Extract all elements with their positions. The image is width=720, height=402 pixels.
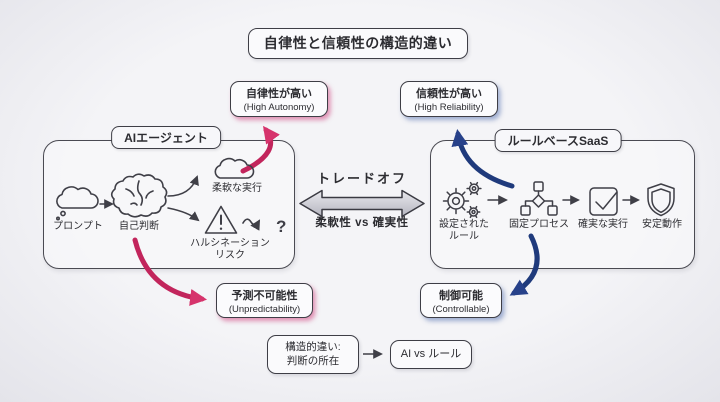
brain-to-risk-arrow [167,207,200,222]
ai-agent-frame-label: AIエージェント [111,126,221,149]
high-autonomy-callout: 自律性が高い (High Autonomy) [230,81,328,117]
unpredictability-jp: 予測不可能性 [231,289,298,302]
flowchart-icon [520,181,558,216]
prompt-label: プロンプト [53,221,103,232]
reliability-up-arrow [451,128,515,189]
gears-icon [442,181,482,219]
tradeoff-comparison: 柔軟性 vs 確実性 [315,217,409,229]
hallucination-line1: ハルシネーション [190,238,270,249]
unpredictability-down-arrow [132,237,208,306]
stable-operation-label: 安定動作 [642,219,682,230]
structural-difference-line1: 構造的違い: [285,340,341,353]
high-autonomy-jp: 自律性が高い [246,88,312,100]
flexible-execution-label: 柔軟な実行 [212,183,262,194]
tradeoff-double-arrow [299,189,425,218]
warning-triangle-icon [204,205,238,234]
autonomy-up-arrow [240,125,280,174]
hallucination-line2: リスク [215,249,245,261]
cloud-icon [214,157,255,179]
configured-rules-line2: ルール [449,230,479,242]
brain-to-cloud-arrow [167,175,199,197]
thought-bubble-icon [55,186,99,221]
saas-frame-label: ルールベースSaaS [494,129,622,152]
ai-agent-frame [43,140,295,269]
shield-icon [647,183,675,217]
self-judgment-label: 自己判断 [119,221,159,232]
controllable-jp: 制御可能 [439,289,483,302]
controllable-callout: 制御可能 (Controllable) [420,283,502,318]
question-mark: ? [276,217,286,236]
page-title: 自律性と信頼性の構造的違い [248,28,468,59]
unpredictability-en: (Unpredictability) [228,303,301,315]
high-autonomy-en: (High Autonomy) [243,102,315,113]
reliable-execution-label: 確実な実行 [578,219,628,230]
configured-rules-label: 設定された ルール [439,219,489,243]
hallucination-risk-label: ハルシネーション リスク [190,238,270,262]
structural-difference-box: 構造的違い: 判断の所在 [267,335,359,374]
conclusion-box: AI vs ルール [390,340,472,369]
squiggle-arrow [242,218,261,231]
structural-difference-line2: 判断の所在 [286,354,340,367]
controllable-down-arrow [509,233,540,296]
unpredictability-callout: 予測不可能性 (Unpredictability) [216,283,313,318]
controllable-en: (Controllable) [432,303,490,315]
high-reliability-jp: 信頼性が高い [416,88,482,100]
tradeoff-title: トレードオフ [316,171,408,186]
configured-rules-line1: 設定された [439,219,489,230]
rule-based-saas-frame [430,140,695,269]
fixed-process-label: 固定プロセス [509,219,569,230]
high-reliability-en: (High Reliability) [414,102,484,113]
high-reliability-callout: 信頼性が高い (High Reliability) [400,81,498,117]
checkbox-icon [589,187,618,216]
brain-icon [110,173,168,218]
